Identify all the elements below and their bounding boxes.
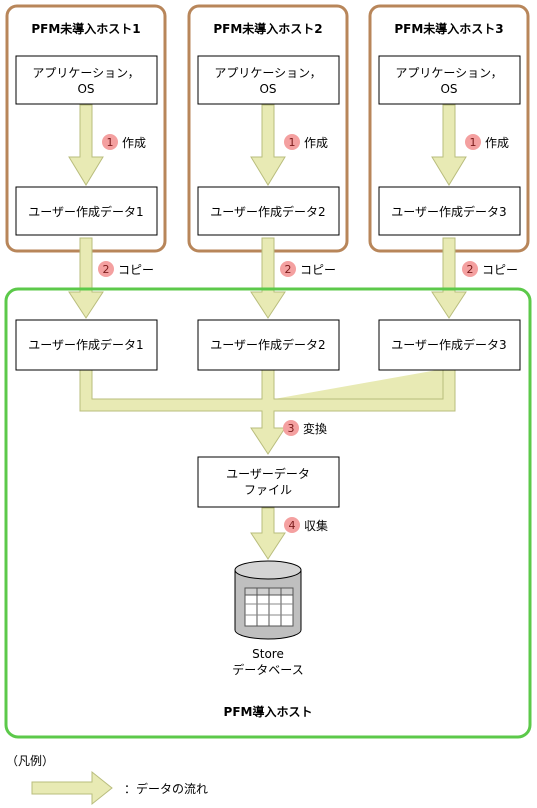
user-data-box-1 (15, 186, 158, 236)
step-badge-create-3: 1 (465, 134, 481, 150)
store-database-icon (234, 560, 302, 640)
app-os-label-1: OS (77, 82, 94, 96)
user-data-file-label-line1: ユーザーデータ (226, 466, 310, 481)
user-data-label-3: ユーザー作成データ3 (391, 204, 506, 219)
step-label-collect: 収集 (304, 518, 328, 533)
app-label-3: アプリケーション， (395, 66, 502, 80)
user-data-file-box (197, 456, 340, 508)
step-label-copy-2: コピー (300, 263, 336, 277)
copied-data-label-3: ユーザー作成データ3 (391, 337, 506, 352)
legend-title: （凡例） (6, 754, 54, 768)
step-label-copy-1: コピー (118, 263, 154, 277)
app-label-1: アプリケーション， (32, 66, 139, 80)
copied-data-label-2: ユーザー作成データ2 (210, 337, 325, 352)
user-data-file-label-line2: ファイル (244, 483, 292, 497)
copied-data-label-1: ユーザー作成データ1 (28, 337, 143, 352)
copy-arrow-3 (431, 237, 467, 319)
svg-text:3: 3 (288, 422, 295, 435)
copy-arrow-2 (250, 237, 286, 319)
svg-text:1: 1 (470, 136, 477, 149)
step-badge-convert: 3 (283, 420, 299, 436)
user-data-box-3 (378, 186, 521, 236)
step-label-convert: 変換 (303, 421, 327, 436)
step-label-create-2: 作成 (304, 136, 328, 150)
step-badge-collect: 4 (284, 517, 300, 533)
copied-data-box-3 (378, 319, 521, 371)
svg-text:1: 1 (289, 136, 296, 149)
convert-merge-arrow-outline (79, 368, 456, 455)
svg-text:2: 2 (467, 263, 474, 276)
app-box-3 (378, 55, 521, 105)
step-badge-create-1: 1 (102, 134, 118, 150)
create-arrow-1 (68, 104, 104, 186)
app-os-label-3: OS (440, 82, 457, 96)
copied-data-box-1 (15, 319, 158, 371)
copy-arrow-1 (68, 237, 104, 319)
host-title-3: PFM未導入ホスト3 (394, 21, 503, 36)
copied-data-box-2 (197, 319, 340, 371)
pfm-host-frame (4, 287, 532, 739)
store-label-line2: データベース (232, 662, 303, 677)
step-label-copy-3: コピー (482, 263, 518, 277)
app-box-2 (197, 55, 340, 105)
user-data-label-2: ユーザー作成データ2 (210, 204, 325, 219)
step-badge-copy-1: 2 (98, 261, 114, 277)
step-label-create-3: 作成 (485, 136, 509, 150)
host-title-1: PFM未導入ホスト1 (31, 21, 140, 36)
pfm-host-title: PFM導入ホスト (224, 704, 313, 719)
app-label-2: アプリケーション， (214, 66, 321, 80)
legend-arrow-label: ：データの流れ (124, 781, 208, 796)
step-badge-create-2: 1 (284, 134, 300, 150)
step-label-create-1: 作成 (122, 136, 146, 150)
step-badge-copy-3: 2 (462, 261, 478, 277)
store-label-line1: Store (252, 647, 284, 661)
user-data-label-1: ユーザー作成データ1 (28, 204, 143, 219)
svg-text:2: 2 (103, 263, 110, 276)
svg-text:4: 4 (289, 519, 296, 532)
host-title-2: PFM未導入ホスト2 (213, 21, 322, 36)
user-data-box-2 (197, 186, 340, 236)
collect-arrow (250, 507, 286, 560)
create-arrow-2 (250, 104, 286, 186)
svg-text:2: 2 (285, 263, 292, 276)
step-badge-copy-2: 2 (280, 261, 296, 277)
create-arrow-3 (431, 104, 467, 186)
legend-arrow (31, 770, 113, 806)
app-box-1 (15, 55, 158, 105)
app-os-label-2: OS (259, 82, 276, 96)
svg-text:1: 1 (107, 136, 114, 149)
